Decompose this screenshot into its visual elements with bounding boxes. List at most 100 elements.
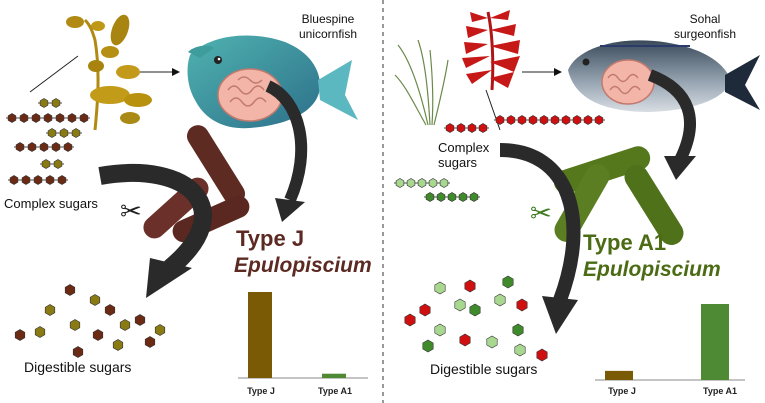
digestible-sugar-unit xyxy=(516,298,528,312)
digestible-sugar-unit xyxy=(14,329,26,341)
olive-sugar-unit xyxy=(59,128,69,138)
red-sugar-unit xyxy=(561,115,571,125)
red-sugar-unit xyxy=(517,115,527,125)
sugars-to-digestible-arrow xyxy=(98,163,212,275)
fish-to-bacteria-arrow-right xyxy=(647,69,696,163)
right-genus-label: Epulopiscium xyxy=(583,258,721,281)
right-chart-xlabel-1: Type A1 xyxy=(702,386,737,396)
digestible-sugar-unit xyxy=(434,281,446,295)
red-sugar-unit xyxy=(467,123,477,133)
digestible-sugar-unit xyxy=(134,314,146,326)
right-type-label: Type A1 xyxy=(583,230,667,255)
sohal-surgeonfish-icon xyxy=(568,40,760,112)
olive-sugar-unit xyxy=(47,128,57,138)
left-fish-name-line2: unicornfish xyxy=(298,27,358,41)
right-complex-sugars-label: Complex sugars xyxy=(438,140,489,170)
digestible-sugar-unit xyxy=(434,323,446,337)
digestible-sugar-unit xyxy=(64,284,76,296)
digestible-sugar-unit xyxy=(422,339,434,353)
red-sugar-unit xyxy=(456,123,466,133)
digestible-sugar-unit xyxy=(502,275,514,289)
right-bar-chart xyxy=(595,304,745,381)
digestible-sugars-icon-right xyxy=(404,275,548,362)
brown-sugar-unit xyxy=(21,175,31,185)
digestible-sugar-unit xyxy=(44,304,56,316)
green-sugar-unit xyxy=(425,192,435,202)
brown-sugar-unit xyxy=(15,142,25,152)
right-digestible-sugars-label: Digestible sugars xyxy=(430,361,538,377)
left-type-label: Type J xyxy=(236,226,305,251)
right-chart-xlabel-0: Type J xyxy=(608,386,636,396)
red-sugar-unit xyxy=(572,115,582,125)
digestible-sugar-unit xyxy=(514,343,526,357)
digestible-sugar-unit xyxy=(119,319,131,331)
red-sugar-unit xyxy=(478,123,488,133)
seagrass-icon xyxy=(394,39,449,126)
brown-sugar-unit xyxy=(57,175,67,185)
right-fish-name: Sohal surgeonfish xyxy=(660,12,750,42)
brown-sugar-unit xyxy=(55,113,65,123)
light-green-sugar-unit xyxy=(395,178,405,188)
digestible-sugar-unit xyxy=(112,339,124,351)
digestible-sugar-unit xyxy=(69,319,81,331)
olive-sugar-unit xyxy=(53,159,63,169)
brown-sugar-unit xyxy=(79,113,89,123)
digestible-sugar-unit xyxy=(92,329,104,341)
digestible-sugar-unit xyxy=(404,313,416,327)
digestible-sugar-unit xyxy=(512,323,524,337)
brown-sugar-unit xyxy=(67,113,77,123)
complex-sugars-chain-icon-right xyxy=(394,115,605,202)
left-bar-chart xyxy=(238,292,368,379)
digestible-sugar-unit xyxy=(104,304,116,316)
brown-sugar-unit xyxy=(63,142,73,152)
left-complex-sugars-label: Complex sugars xyxy=(4,196,98,211)
bar-type-a1 xyxy=(701,304,729,380)
green-sugar-unit xyxy=(458,192,468,202)
red-sugar-unit xyxy=(594,115,604,125)
bar-type-a1 xyxy=(322,373,346,378)
scissors-icon-right: ✂ xyxy=(530,199,552,229)
red-sugar-unit xyxy=(539,115,549,125)
olive-sugar-unit xyxy=(39,98,49,108)
bar-type-j xyxy=(605,370,633,380)
olive-seaweed-icon xyxy=(66,14,152,131)
digestible-sugar-unit xyxy=(536,348,548,362)
right-complex-sugars-line1: Complex xyxy=(438,140,490,155)
olive-sugar-unit xyxy=(51,98,61,108)
left-fish-name-line1: Bluespine xyxy=(301,12,355,26)
brown-sugar-unit xyxy=(31,113,41,123)
digestible-sugar-unit xyxy=(454,298,466,312)
digestible-sugar-unit xyxy=(469,303,481,317)
digestible-sugar-unit xyxy=(419,303,431,317)
light-green-sugar-unit xyxy=(428,178,438,188)
brown-sugar-unit xyxy=(51,142,61,152)
digestible-sugars-icon xyxy=(14,284,166,358)
brown-sugar-unit xyxy=(19,113,29,123)
red-sugar-unit xyxy=(506,115,516,125)
red-sugar-unit xyxy=(583,115,593,125)
brown-sugar-unit xyxy=(9,175,19,185)
green-sugar-unit xyxy=(436,192,446,202)
red-sugar-unit xyxy=(445,123,455,133)
brown-sugar-unit xyxy=(27,142,37,152)
digestible-sugar-unit xyxy=(154,324,166,336)
digestible-sugar-unit xyxy=(72,346,84,358)
light-green-sugar-unit xyxy=(417,178,427,188)
brown-sugar-unit xyxy=(39,142,49,152)
right-fish-name-line1: Sohal xyxy=(689,12,721,26)
bar-type-j xyxy=(248,292,272,378)
red-seaweed-icon xyxy=(462,10,520,91)
red-sugar-unit xyxy=(495,115,505,125)
complex-sugars-chain-icon xyxy=(6,98,90,185)
scissors-icon: ✂ xyxy=(120,197,142,227)
digestible-sugar-unit xyxy=(34,326,46,338)
sugars-to-digestible-arrow-right xyxy=(499,143,581,303)
olive-sugar-unit xyxy=(41,159,51,169)
left-chart-xlabel-1: Type A1 xyxy=(317,386,352,396)
digestible-sugar-unit xyxy=(144,336,156,348)
left-genus-label: Epulopiscium xyxy=(234,254,372,277)
green-sugar-unit xyxy=(469,192,479,202)
digestible-sugar-unit xyxy=(486,335,498,349)
fish-to-bacteria-arrow xyxy=(265,80,308,203)
